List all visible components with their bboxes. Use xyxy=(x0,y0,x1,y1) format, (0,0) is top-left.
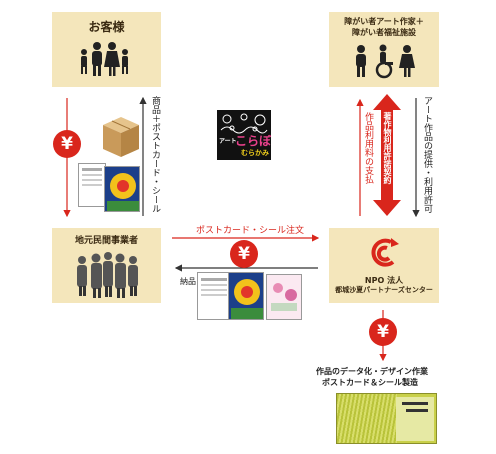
logo-text-sub: むらかみ xyxy=(241,149,269,157)
artist-wheelchair-icon xyxy=(356,44,415,79)
customer-title: お客様 xyxy=(88,20,125,34)
facility-title-line2: 障がい者福祉施設 xyxy=(352,28,416,37)
logo-text-mid: こらぼ xyxy=(235,134,272,148)
delivery-label: 納品 xyxy=(180,277,196,286)
postcard-image-left xyxy=(78,163,106,207)
yen-icon-order: ¥ xyxy=(230,240,258,268)
business-title: 地元民間事業者 xyxy=(74,236,138,246)
sticker-image-center xyxy=(228,272,264,320)
fee-label: 作品利用料の支払 xyxy=(363,112,373,184)
business-box: 地元民間事業者 xyxy=(52,228,161,303)
postcard-image-pink xyxy=(266,274,302,320)
facility-title-line1: 障がい者アート作家＋ xyxy=(344,17,424,26)
production-line1: 作品のデータ化・デザイン作業 xyxy=(316,367,428,376)
order-label: ポストカード・シール注文 xyxy=(196,226,305,236)
npo-title-line2: 都城沙夏パートナーズセンター xyxy=(335,286,433,294)
artwork-postcard-image xyxy=(336,393,437,444)
yen-icon-production: ¥ xyxy=(369,318,397,346)
production-line2: ポストカード＆シール製造 xyxy=(322,378,418,387)
contract-double-arrow xyxy=(373,94,401,216)
business-people-icon xyxy=(77,252,138,298)
art-collab-logo-pattern xyxy=(220,113,268,134)
contract-label: 著作物利用許諾契約 xyxy=(383,112,392,184)
provide-label: アート作品の提供・利用許可 xyxy=(422,96,432,213)
customer-box: お客様 xyxy=(52,12,161,87)
npo-logo-icon xyxy=(371,238,399,267)
product-label: 商品＋ポストカード・シール xyxy=(150,96,160,213)
facility-box: 障がい者アート作家＋ 障がい者福祉施設 xyxy=(329,12,439,87)
sticker-image-left xyxy=(104,166,140,212)
yen-icon-customer: ¥ xyxy=(53,130,81,158)
npo-title-line1: NPO 法人 xyxy=(364,276,404,285)
postcard-image-center xyxy=(197,272,231,320)
logo-text-top: アート xyxy=(219,138,237,145)
family-icon xyxy=(81,42,128,76)
art-collab-logo: アート こらぼ むらかみ xyxy=(217,110,271,160)
npo-box: NPO 法人 都城沙夏パートナーズセンター xyxy=(329,228,439,303)
